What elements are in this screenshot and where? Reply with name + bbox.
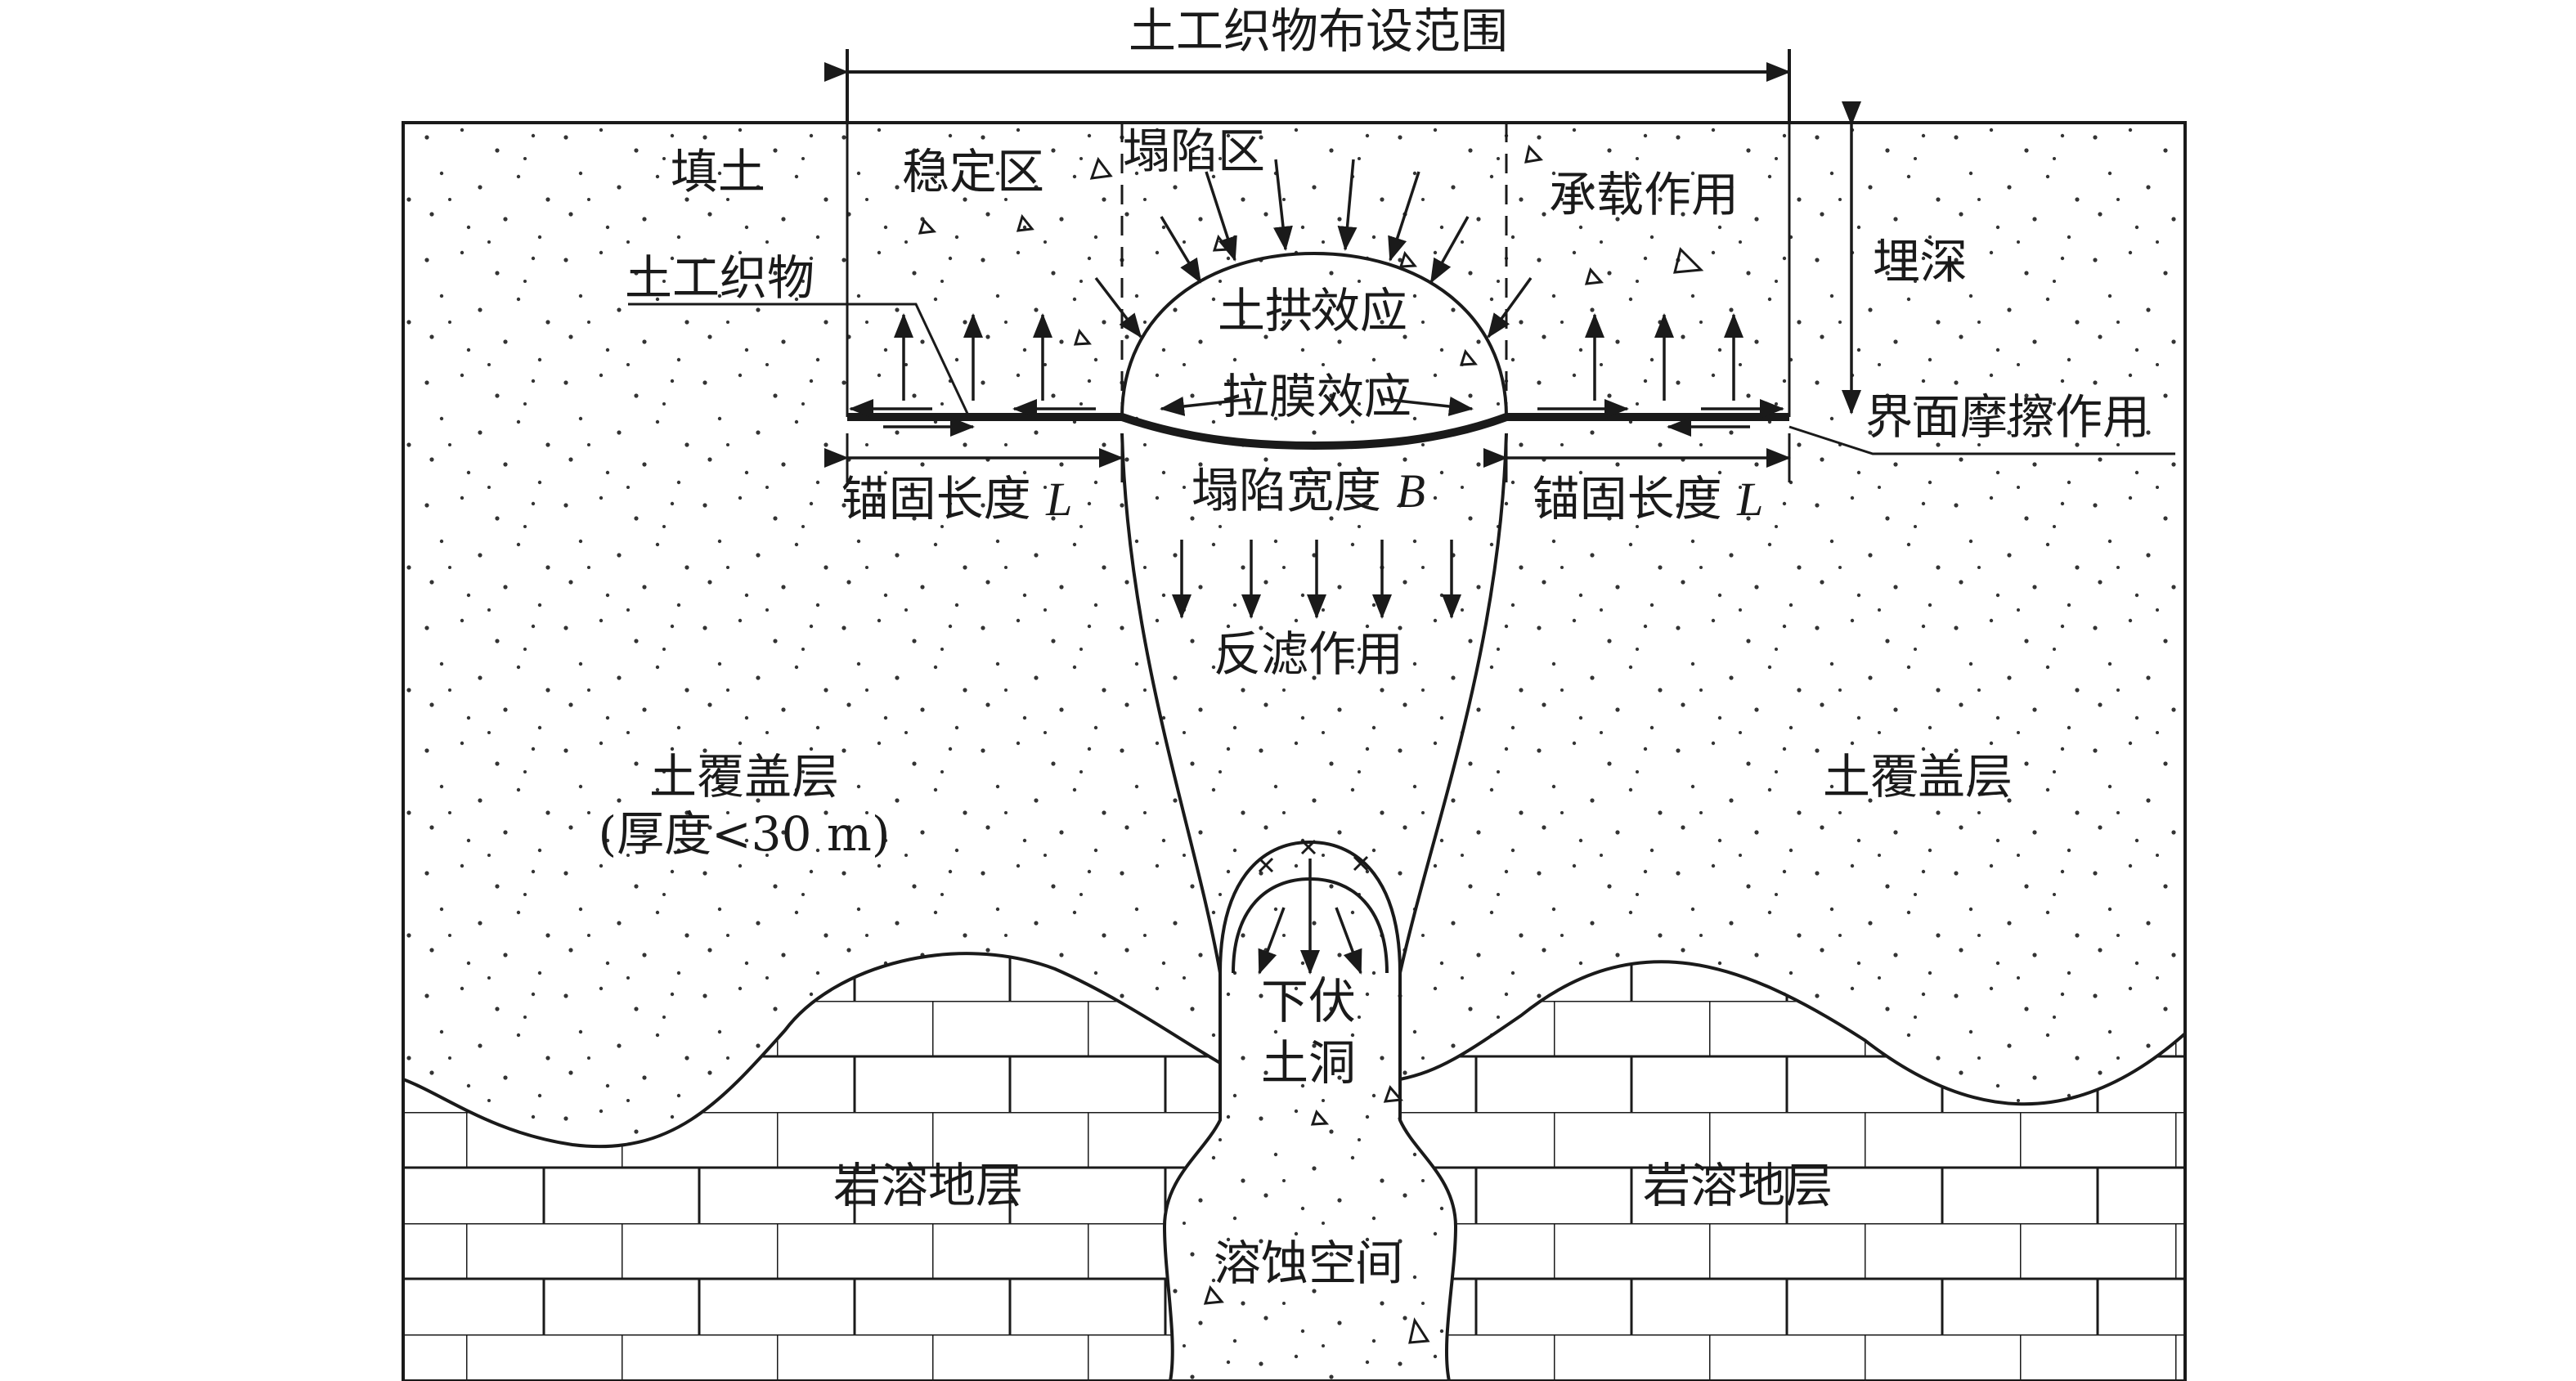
underlying-cave-label-line1: 下伏 bbox=[1261, 974, 1356, 1029]
gravel-marks bbox=[918, 144, 1704, 1344]
soil-arch bbox=[1120, 251, 1508, 418]
burial-depth-label: 埋深 bbox=[1873, 234, 1968, 289]
cave-arrows bbox=[1258, 859, 1362, 975]
filter-effect-label: 反滤作用 bbox=[1214, 626, 1403, 682]
interface-friction-label: 界面摩擦作用 bbox=[1865, 389, 2150, 445]
soil-arch-effect-label: 土拱效应 bbox=[1218, 283, 1407, 339]
arch-pressure-arrows bbox=[1094, 159, 1533, 339]
karst-region-right bbox=[1398, 960, 2187, 1381]
soil-cover-right-label: 土覆盖层 bbox=[1823, 749, 2013, 805]
fill-soil-label: 填土 bbox=[671, 144, 765, 200]
ground-outline bbox=[402, 121, 2187, 1381]
soil-cover-left-label-line2: (厚度<30 m) bbox=[598, 806, 890, 862]
dissolution-space-label: 溶蚀空间 bbox=[1214, 1235, 1403, 1291]
geotextile-leader-line bbox=[628, 303, 971, 418]
bearing-effect-label: 承载作用 bbox=[1549, 167, 1739, 222]
interface-friction-leader-line bbox=[1788, 425, 2175, 455]
geotextile-range-label: 土工织物布设范围 bbox=[1129, 3, 1508, 59]
filter-arrows bbox=[1172, 540, 1461, 619]
karst-region-left bbox=[402, 952, 1222, 1381]
anchorage-length-left-label: 锚固长度 L bbox=[841, 471, 1073, 527]
soil-cover-left-label-line1: 土覆盖层 bbox=[649, 749, 839, 805]
cave-crack-marks bbox=[1258, 839, 1369, 873]
stable-zone-label: 稳定区 bbox=[902, 144, 1044, 200]
collapse-funnel-left bbox=[1120, 433, 1222, 974]
collapse-zone-label: 塌陷区 bbox=[1123, 123, 1265, 179]
karst-left-label: 岩溶地层 bbox=[833, 1158, 1023, 1213]
geotextile-label: 土工织物 bbox=[625, 250, 815, 306]
collapse-width-label: 塌陷宽度 B bbox=[1192, 463, 1425, 518]
soil-cave-arch-outer bbox=[1218, 840, 1402, 974]
collapse-funnel-right bbox=[1398, 433, 1508, 974]
anchorage-length-right-label: 锚固长度 L bbox=[1533, 471, 1764, 527]
bearing-arrows bbox=[894, 313, 1744, 401]
friction-arrows bbox=[849, 397, 1784, 437]
membrane-effect-label: 拉膜效应 bbox=[1222, 369, 1411, 424]
geotextile-membrane bbox=[847, 413, 1789, 451]
karst-right-label: 岩溶地层 bbox=[1643, 1158, 1833, 1213]
underlying-cave-label-line2: 土洞 bbox=[1261, 1035, 1356, 1091]
soil-cover-region bbox=[403, 123, 2185, 1381]
